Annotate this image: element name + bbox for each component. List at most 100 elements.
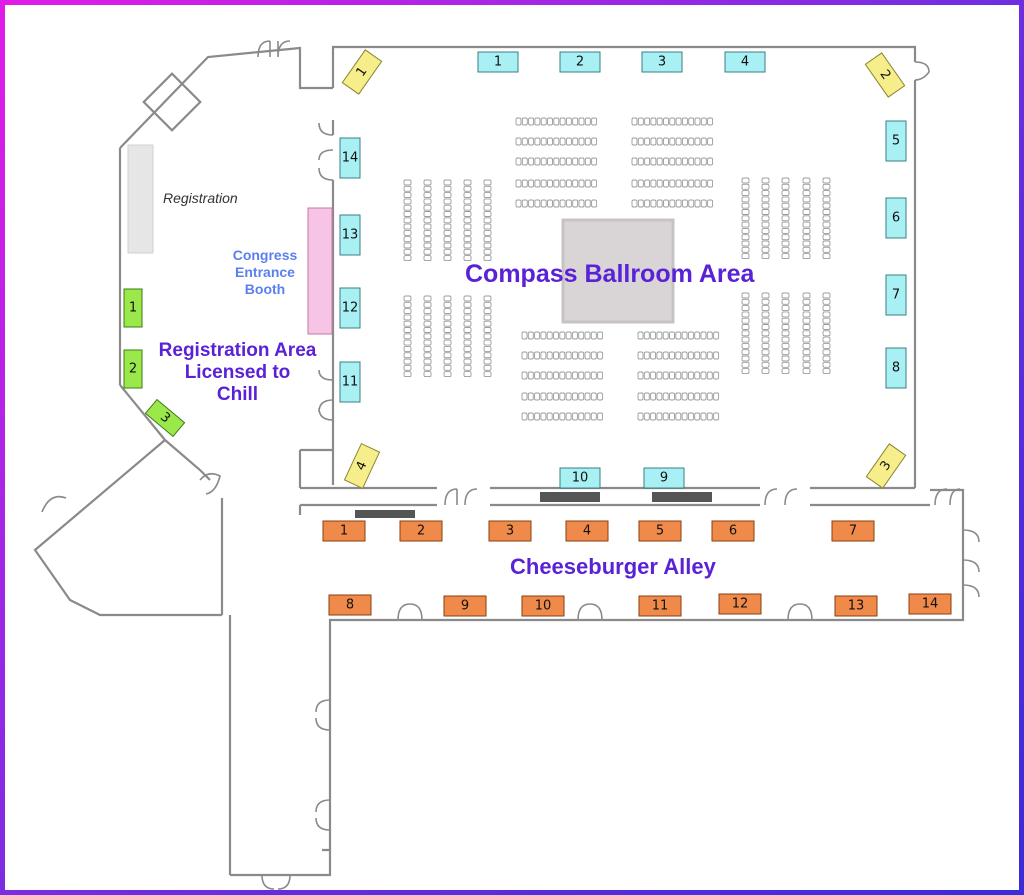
ballroom-booth-1[interactable]: 1 xyxy=(477,51,519,73)
alley-booth-7[interactable]: 7 xyxy=(831,520,875,542)
congress-entrance-booth[interactable] xyxy=(307,207,333,335)
alley-booth-5[interactable]: 5 xyxy=(638,520,682,542)
seat xyxy=(483,320,492,327)
ballroom-corner-booth-1[interactable]: 1 xyxy=(341,49,383,95)
seat xyxy=(713,331,720,340)
registration-booth-3[interactable]: 3 xyxy=(144,398,186,438)
registration-desk xyxy=(127,144,154,254)
seat xyxy=(423,255,432,262)
alley-booth-1[interactable]: 1 xyxy=(322,520,366,542)
ballroom-booth-2[interactable]: 2 xyxy=(559,51,601,73)
seat xyxy=(423,179,432,186)
congress-booth-line: Booth xyxy=(244,281,286,297)
ballroom-corner-booth-2[interactable]: 2 xyxy=(864,52,906,98)
ballroom-booth-7[interactable]: 7 xyxy=(885,274,907,316)
seat xyxy=(802,342,811,349)
seat xyxy=(443,327,452,333)
seat xyxy=(423,345,432,352)
seat xyxy=(591,137,598,146)
seat xyxy=(463,314,472,321)
alley-booth-8-box xyxy=(328,594,372,616)
seat xyxy=(643,371,650,380)
seat xyxy=(802,324,811,330)
registration-booth-3-box xyxy=(144,398,186,438)
seat xyxy=(559,179,566,188)
ballroom-booth-3-number: 3 xyxy=(658,55,666,70)
seat xyxy=(590,351,597,360)
seat xyxy=(584,199,591,208)
seat xyxy=(483,242,492,249)
alley-booth-10[interactable]: 10 xyxy=(521,595,565,617)
ballroom-booth-12[interactable]: 12 xyxy=(339,287,361,329)
seat xyxy=(521,157,528,166)
seat xyxy=(443,255,452,262)
seat xyxy=(637,412,644,421)
alley-booth-3[interactable]: 3 xyxy=(488,520,532,542)
seat xyxy=(528,199,535,208)
seat xyxy=(553,199,560,208)
ballroom-booth-5[interactable]: 5 xyxy=(885,120,907,162)
seat xyxy=(515,157,522,166)
seat xyxy=(403,295,412,302)
alley-booth-13[interactable]: 13 xyxy=(834,595,878,617)
ballroom-booth-11-number: 11 xyxy=(342,375,359,390)
seat xyxy=(463,192,472,199)
seat xyxy=(761,227,770,234)
seat xyxy=(637,179,644,188)
seat xyxy=(663,179,669,188)
alley-booth-11[interactable]: 11 xyxy=(638,595,682,617)
alley-booth-4[interactable]: 4 xyxy=(565,520,609,542)
ballroom-corner-booth-4[interactable]: 4 xyxy=(343,442,381,490)
ballroom-booth-14[interactable]: 14 xyxy=(339,137,361,179)
ballroom-booth-8[interactable]: 8 xyxy=(885,347,907,389)
seat xyxy=(694,351,701,360)
seat xyxy=(741,253,750,260)
registration-booth-1[interactable]: 1 xyxy=(123,288,143,328)
ballroom-booth-9[interactable]: 9 xyxy=(643,467,685,489)
seat xyxy=(781,317,790,324)
seat xyxy=(534,351,541,360)
alley-booth-8[interactable]: 8 xyxy=(328,594,372,616)
alley-booth-6[interactable]: 6 xyxy=(711,520,755,542)
ballroom-booth-4[interactable]: 4 xyxy=(724,51,766,73)
seat xyxy=(590,331,597,340)
seat xyxy=(688,117,695,126)
alley-booth-14[interactable]: 14 xyxy=(908,593,952,615)
seat xyxy=(662,392,669,401)
seat xyxy=(423,223,432,230)
seat xyxy=(584,331,591,340)
alley-booth-7-box xyxy=(831,520,875,542)
seat xyxy=(656,331,663,340)
seat xyxy=(528,137,535,146)
seat xyxy=(741,305,750,312)
seat xyxy=(528,179,535,188)
door-icon xyxy=(577,603,603,621)
seat xyxy=(644,199,651,208)
ballroom-corner-booth-3[interactable]: 3 xyxy=(865,443,907,489)
seat xyxy=(463,255,472,262)
seat xyxy=(463,295,472,302)
seat xyxy=(534,371,541,380)
alley-booth-5-number: 5 xyxy=(656,524,664,539)
seat xyxy=(781,361,790,368)
ballroom-booth-6[interactable]: 6 xyxy=(885,197,907,239)
seat xyxy=(463,211,472,217)
ballroom-area-label: Compass Ballroom Area xyxy=(465,260,755,288)
alley-booth-12[interactable]: 12 xyxy=(718,593,762,615)
registration-booth-2[interactable]: 2 xyxy=(123,349,143,389)
alley-booth-10-number: 10 xyxy=(535,599,552,614)
seat xyxy=(662,371,669,380)
alley-booth-2[interactable]: 2 xyxy=(399,520,443,542)
seat xyxy=(565,137,572,146)
ballroom-booth-3[interactable]: 3 xyxy=(641,51,683,73)
seat xyxy=(669,371,675,380)
seat xyxy=(403,185,412,192)
door-icon xyxy=(962,529,980,598)
ballroom-booth-11[interactable]: 11 xyxy=(339,361,361,403)
ballroom-booth-13[interactable]: 13 xyxy=(339,214,361,256)
ballroom-booth-10[interactable]: 10 xyxy=(559,467,601,489)
alley-booth-9[interactable]: 9 xyxy=(443,595,487,617)
registration-booth-2-box xyxy=(123,349,143,389)
seat xyxy=(669,351,675,360)
seat xyxy=(802,196,811,203)
